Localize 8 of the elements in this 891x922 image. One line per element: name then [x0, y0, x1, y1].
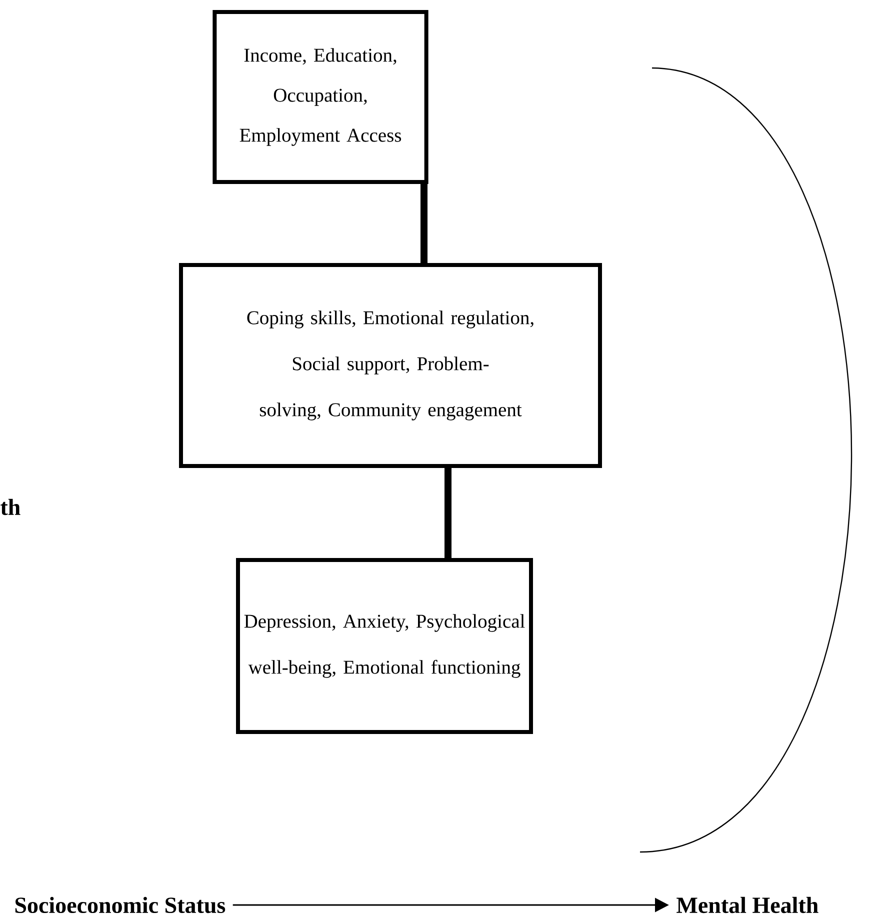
connector-line — [444, 468, 452, 558]
text-box: Coping skills, Emotional regulation, Social support, Problem- solving, Community engagement — [179, 263, 602, 468]
text-box: Income, Education, Occupation, Employment Access — [212, 10, 428, 184]
concept-label: Socioeconomic Status — [15, 896, 226, 914]
connector-line — [420, 184, 428, 263]
concept-label: Mental Health — [676, 896, 818, 914]
text-box: Depression, Anxiety, Psychological well-being, Emotional functioning — [236, 558, 533, 734]
text-fragment: th — [0, 498, 20, 516]
